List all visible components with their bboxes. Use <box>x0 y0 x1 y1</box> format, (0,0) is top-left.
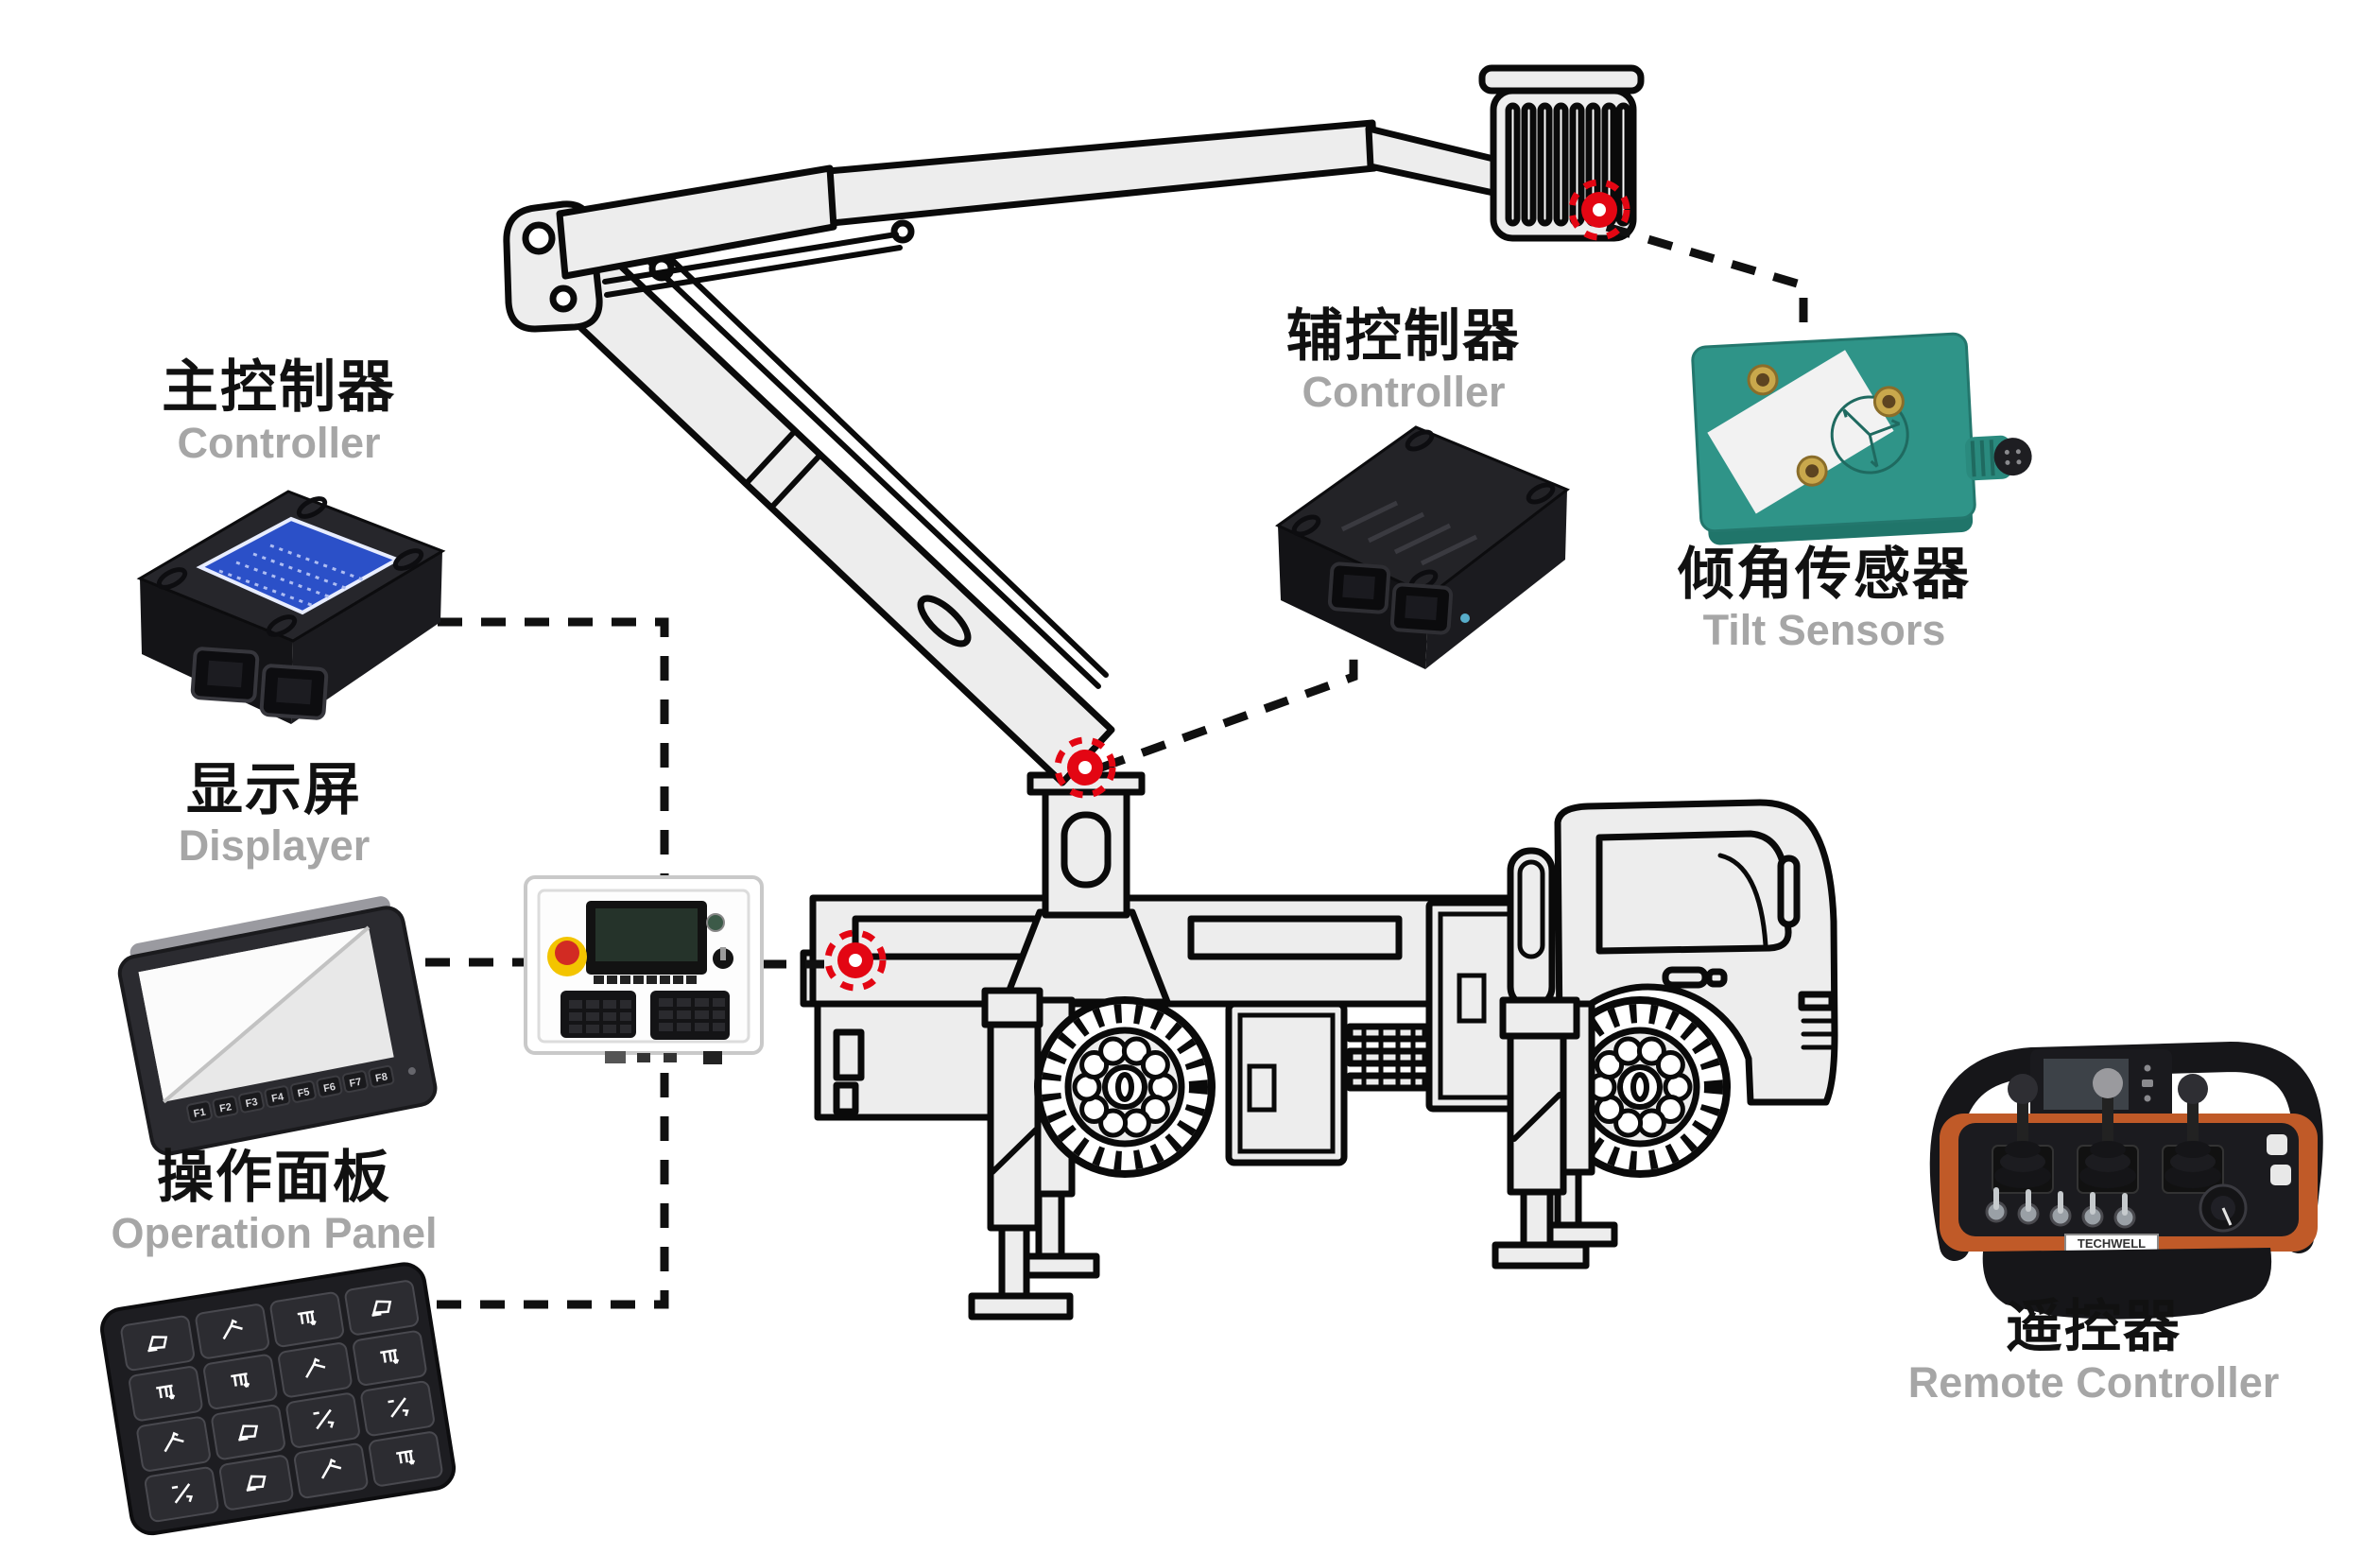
displayer-device: F1 F2 F3 F4 F5 F6 F7 F8 <box>117 896 438 1156</box>
f-key: F7 <box>349 1077 363 1090</box>
sensor-label-strip <box>1707 350 1894 514</box>
key-switch <box>706 913 725 932</box>
front-outrigger <box>1492 996 1618 1269</box>
hose-carrier <box>1346 1023 1429 1092</box>
lower-boom-slot <box>917 595 972 648</box>
connection-lines <box>425 222 1808 1309</box>
remote-joystick <box>1992 1074 2054 1194</box>
link-aux-controller <box>1099 654 1358 772</box>
operation-panel-label: 操作面板 Operation Panel <box>85 1146 463 1258</box>
link-tilt-sensor <box>1605 222 1808 333</box>
controller-connector <box>1327 561 1391 614</box>
door-handle <box>1662 966 1709 989</box>
f-key: F8 <box>374 1071 388 1084</box>
f-key: F1 <box>193 1107 207 1120</box>
lower-boom <box>548 244 1115 786</box>
cab-mirror <box>1777 855 1801 928</box>
truck-illustration <box>503 64 1838 1321</box>
control-box-keypad <box>561 991 636 1038</box>
boom-cylinder-rod <box>602 232 899 285</box>
toolbox-small <box>1225 1000 1348 1166</box>
tilt-sensor-label: 倾角传感器 Tilt Sensors <box>1654 544 1994 655</box>
remote-base <box>1982 1248 2272 1320</box>
displayer-function-keys: F1 F2 F3 F4 F5 F6 F7 F8 <box>186 1064 395 1124</box>
remote-controller-label-zh: 遥控器 <box>2006 1295 2182 1358</box>
tilt-sensor-device <box>1691 332 2032 545</box>
bed-slot-left <box>852 915 1048 960</box>
status-led <box>1460 613 1470 623</box>
sensor-axis-mark <box>1830 395 1909 475</box>
cab-window <box>1595 830 1792 955</box>
controller-connector <box>259 664 329 720</box>
remote-icon-badge <box>2270 1165 2291 1185</box>
link-operation-panel <box>437 1065 669 1309</box>
displayer-label-en: Displayer <box>178 820 371 870</box>
basket-arm <box>1365 125 1497 197</box>
aux-controller-label-zh: 辅控制器 <box>1286 304 1521 368</box>
remote-brand-text: TECHWELL <box>2078 1236 2146 1251</box>
link-main-controller <box>438 617 669 879</box>
main-controller-label-en: Controller <box>177 418 381 467</box>
main-controller-label-zh: 主控制器 <box>162 355 396 419</box>
control-box-keypad <box>650 991 730 1040</box>
upper-boom <box>556 164 837 280</box>
displayer-label: 显示屏 Displayer <box>118 758 430 871</box>
operation-panel-label-en: Operation Panel <box>111 1208 438 1257</box>
remote-rotary-knob <box>2199 1183 2248 1233</box>
controller-connector <box>1389 582 1454 635</box>
aux-controller-device <box>1275 425 1570 669</box>
control-box-screen <box>595 908 698 961</box>
controller-connector <box>190 647 260 703</box>
control-box-connector <box>605 1051 626 1063</box>
remote-joystick <box>2077 1068 2139 1194</box>
basket-rail <box>1478 64 1645 95</box>
tilt-sensor-label-zh: 倾角传感器 <box>1678 543 1971 606</box>
sensor-connector <box>1965 435 2032 481</box>
remote-controller-device: TECHWELL <box>1929 1041 2323 1320</box>
remote-toggle-switches <box>1985 1187 2136 1229</box>
main-controller-label: 主控制器 Controller <box>123 355 435 468</box>
leveling-rod <box>612 226 1101 689</box>
f-key: F5 <box>297 1086 311 1099</box>
main-controller-device <box>136 490 446 724</box>
f-key: F4 <box>270 1091 285 1104</box>
remote-controller-label: 遥控器 Remote Controller <box>1905 1295 2283 1407</box>
aux-controller-label: 辅控制器 Controller <box>1248 304 1560 417</box>
turret-column-hole <box>1061 811 1112 889</box>
rear-wheel <box>1038 1000 1212 1174</box>
f-key: F6 <box>322 1081 336 1095</box>
control-box-device <box>524 875 764 1064</box>
f-key: F3 <box>245 1096 259 1110</box>
f-key: F2 <box>218 1101 233 1114</box>
operation-panel-label-zh: 操作面板 <box>157 1146 391 1209</box>
tilt-sensor-label-en: Tilt Sensors <box>1702 605 1946 654</box>
outrigger-post <box>1507 847 1556 1010</box>
bed-slot-right <box>1187 915 1403 960</box>
remote-joystick <box>2162 1074 2224 1194</box>
operation-panel-keys <box>120 1280 443 1523</box>
operation-panel-device <box>100 1262 457 1536</box>
remote-controller-label-en: Remote Controller <box>1907 1357 2280 1407</box>
remote-icon-badge <box>2267 1134 2287 1155</box>
displayer-label-zh: 显示屏 <box>186 758 362 821</box>
upper-boom-jib <box>824 119 1378 227</box>
aux-controller-label-en: Controller <box>1302 367 1506 416</box>
sensor-screw <box>1747 364 1905 487</box>
